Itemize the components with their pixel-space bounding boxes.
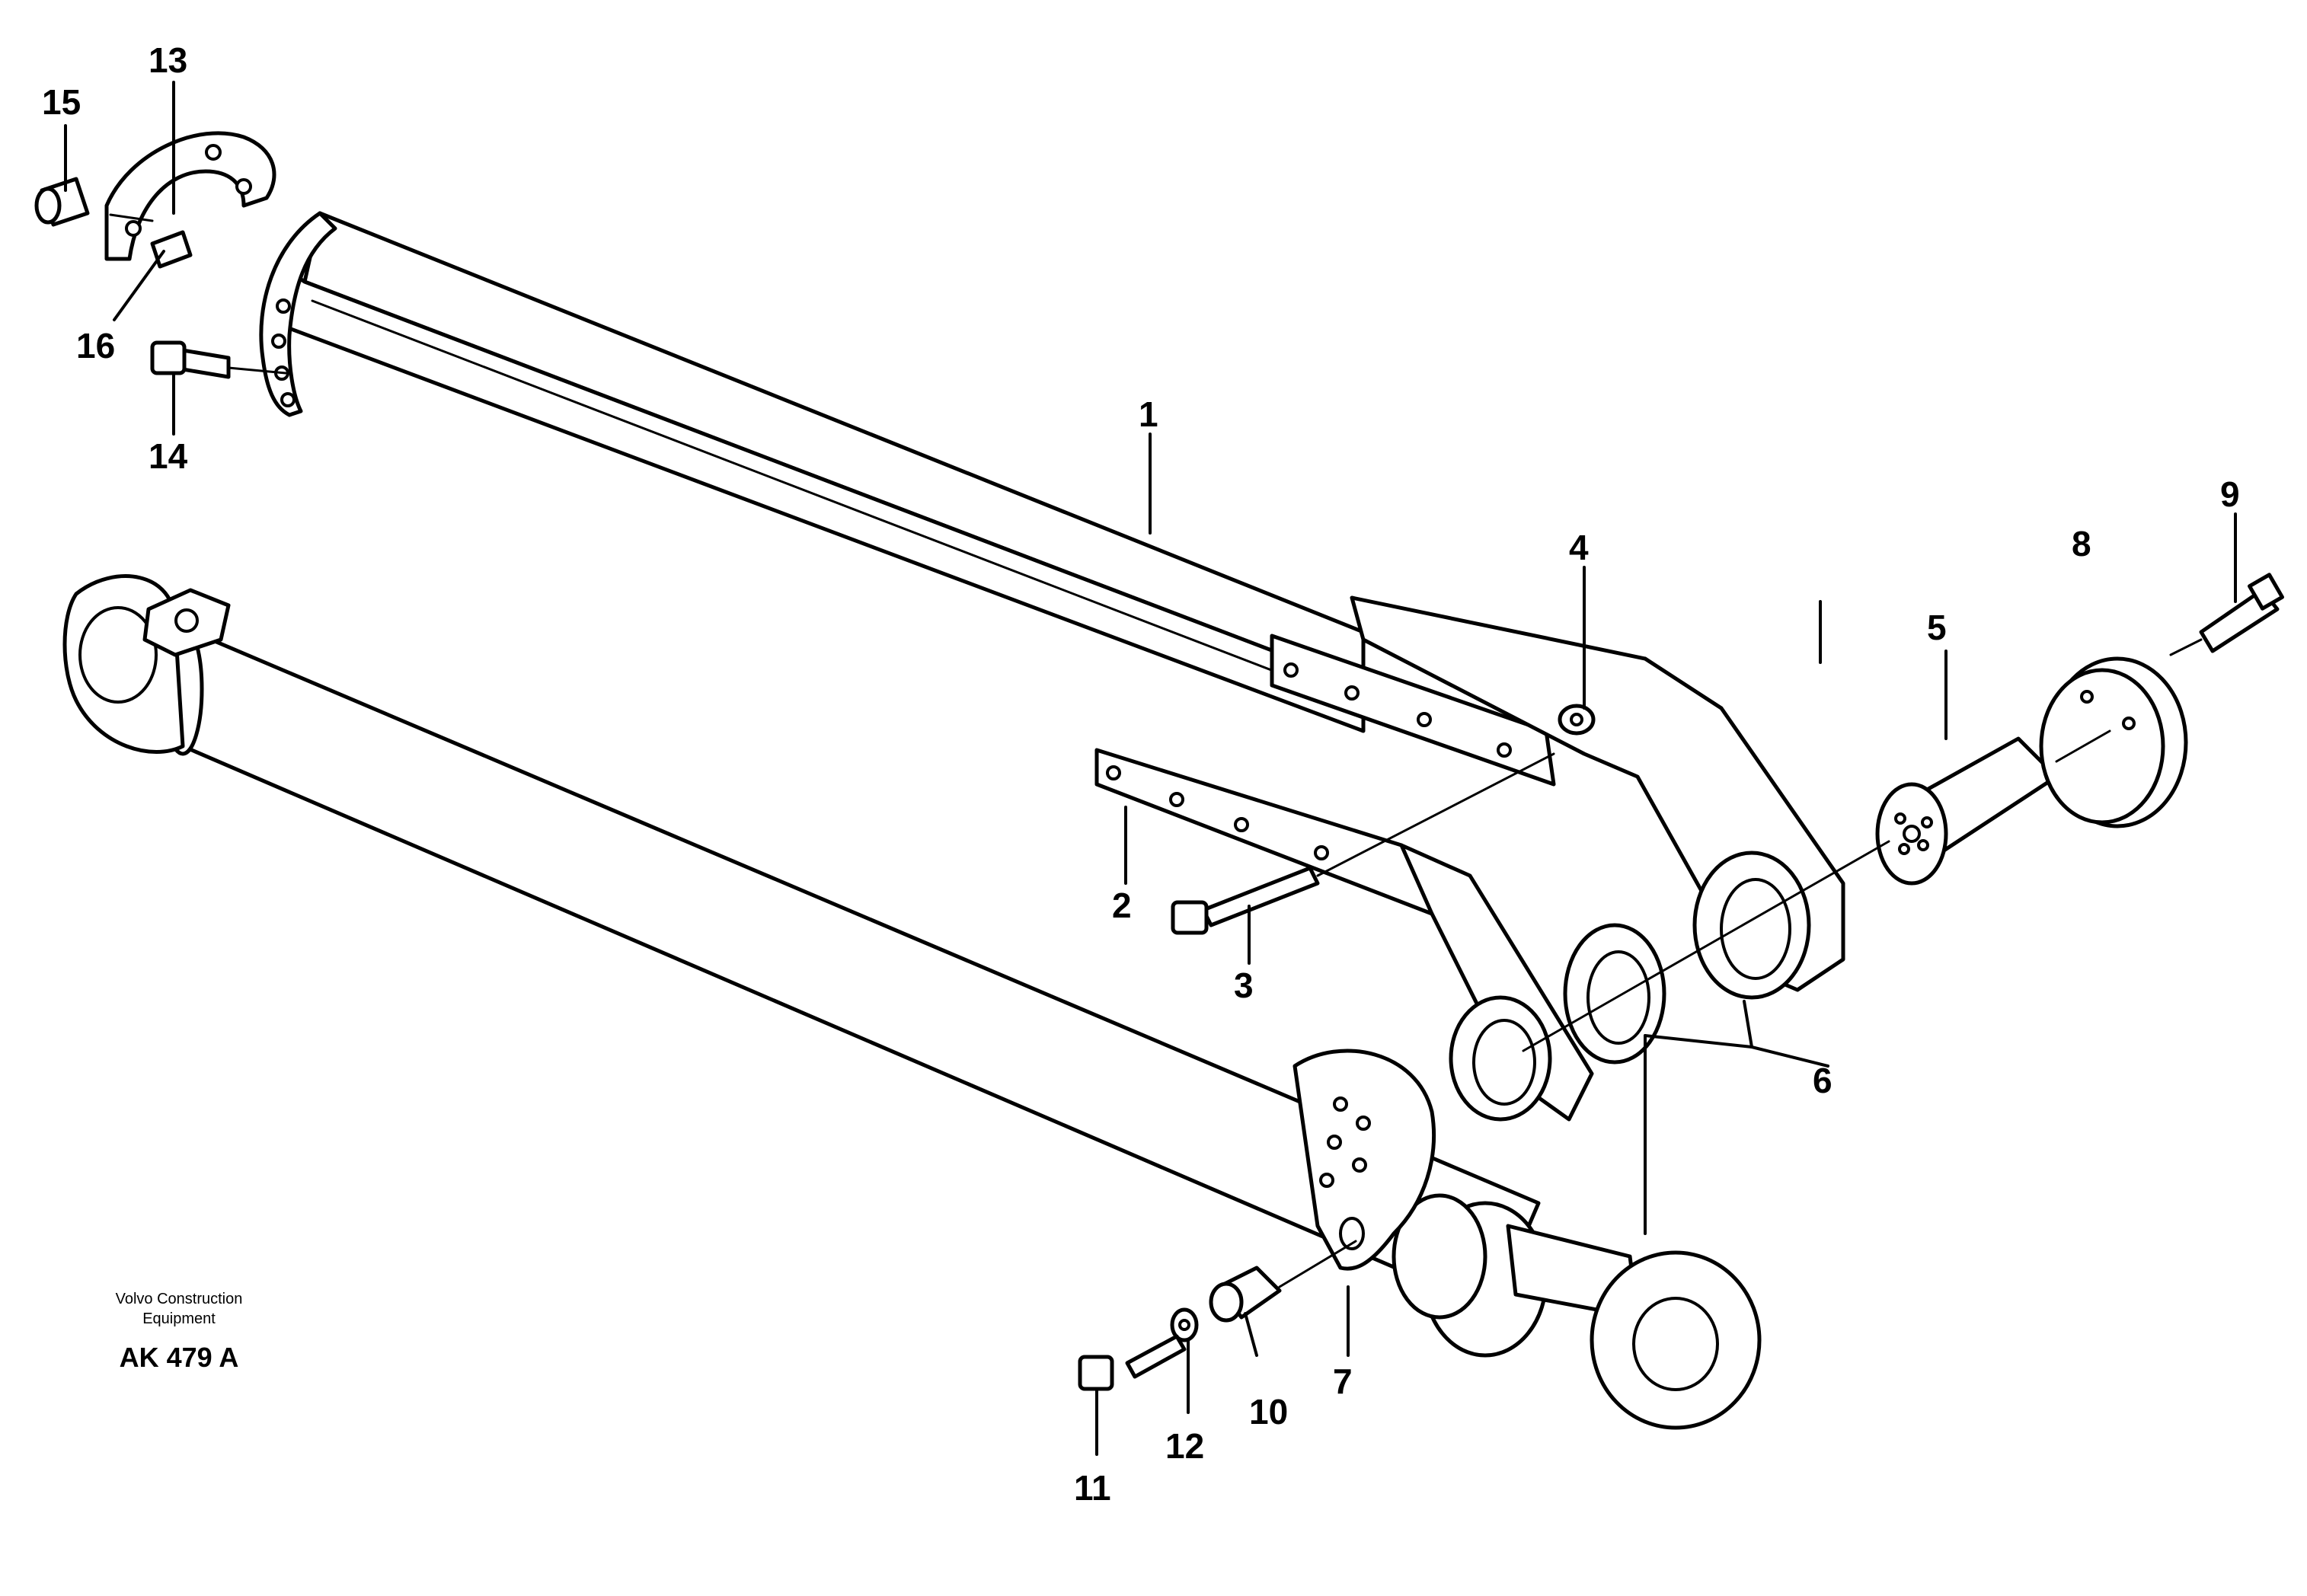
callout-2: 2 [1112,886,1132,925]
hydraulic-cylinder [62,574,1762,1430]
bolt-part-3 [1171,866,1320,935]
callout-10: 10 [1249,1392,1288,1432]
callout-5: 5 [1927,608,1947,647]
brand-line-1: Volvo Construction [116,1291,243,1307]
bolt-part-11 [1078,1334,1187,1391]
callout-7: 7 [1333,1361,1353,1401]
washer-part-12 [1170,1307,1199,1342]
callout-11: 11 [1074,1468,1111,1508]
bolt-part-14 [150,340,231,379]
nut-part-4 [1558,704,1596,736]
callout-13: 13 [149,40,187,80]
plate-part-7 [1292,1049,1436,1271]
brand-line-2: Equipment [142,1310,216,1327]
callout-9: 9 [2220,474,2240,514]
leader-lines [64,81,2237,1456]
drawing-code: AK 479 A [120,1342,239,1373]
callout-3: 3 [1234,966,1254,1005]
pin-part-5 [1875,736,2059,886]
callout-14: 14 [149,436,188,476]
boom-beam-part-1 [259,211,1366,733]
callout-1: 1 [1139,394,1158,434]
callout-12: 12 [1165,1426,1204,1466]
bushings-part-6 [1449,851,1811,1122]
callout-labels: 13 15 16 14 1 4 9 8 5 2 3 6 7 10 12 11 [42,40,2240,1508]
disc-part-8 [2039,656,2188,828]
assembly-lines [109,213,2203,1288]
callout-6: 6 [1813,1061,1832,1100]
callout-16: 16 [76,326,115,365]
brand-block: Volvo Construction Equipment AK 479 A [116,1291,243,1373]
clamp-part-13 [104,131,276,261]
bolt-part-9 [2199,573,2284,653]
callout-4: 4 [1569,528,1589,567]
callout-8: 8 [2072,524,2091,563]
callout-15: 15 [42,82,81,122]
pin-part-15 [34,177,90,227]
spacer-part-10 [1209,1266,1282,1323]
